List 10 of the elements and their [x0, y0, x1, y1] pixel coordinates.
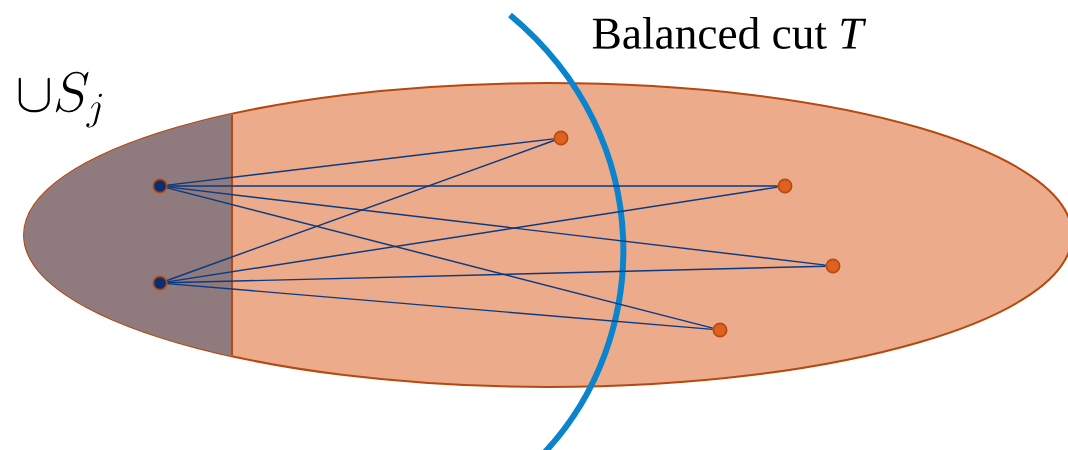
cut-label: Balanced cut T [592, 17, 867, 49]
connecting-line [166, 138, 555, 186]
connecting-line [166, 265, 827, 284]
shaded-region: $\cup S_j$ [18, 71, 233, 387]
connecting-line [166, 187, 714, 329]
connecting-line [166, 185, 779, 187]
connecting-line [166, 186, 827, 266]
connecting-line [166, 282, 714, 331]
connecting-line [166, 186, 779, 283]
connecting-line [166, 139, 555, 282]
